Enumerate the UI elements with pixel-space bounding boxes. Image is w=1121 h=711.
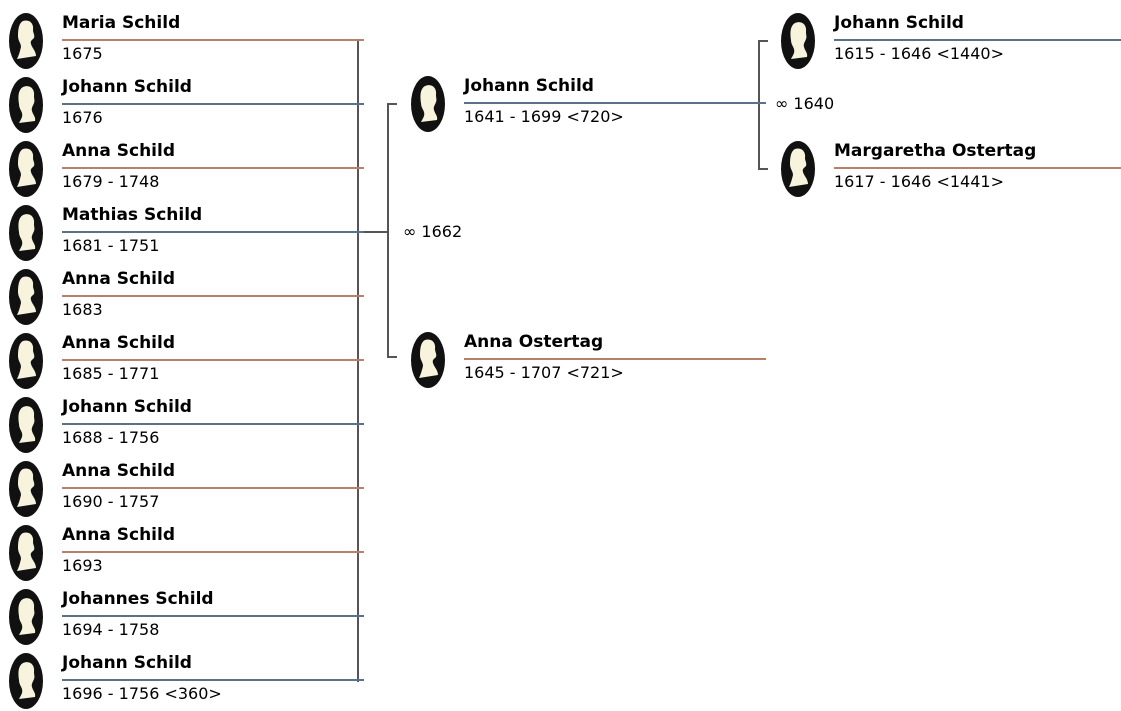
person-name: Johannes Schild — [62, 589, 214, 609]
person-underline — [62, 487, 364, 489]
person-dates: 1694 - 1758 — [62, 620, 160, 639]
person-underline — [62, 551, 364, 553]
silhouette-portrait-icon — [778, 139, 818, 199]
person-dates: 1676 — [62, 108, 103, 127]
person-dates: 1688 - 1756 — [62, 428, 160, 447]
silhouette-portrait-icon — [6, 11, 46, 71]
person-name: Anna Schild — [62, 461, 175, 481]
person-name: Johann Schild — [834, 13, 964, 33]
person-underline — [62, 103, 364, 105]
person-dates: 1645 - 1707 <721> — [464, 363, 624, 382]
grandparents-bracket-bottom-tick — [758, 168, 768, 170]
person-dates: 1693 — [62, 556, 103, 575]
silhouette-portrait-icon — [6, 331, 46, 391]
person-underline — [834, 167, 1121, 169]
person-name: Anna Schild — [62, 333, 175, 353]
person-name: Johann Schild — [464, 76, 594, 96]
parents-bracket-vertical — [387, 103, 389, 358]
person-name: Anna Schild — [62, 525, 175, 545]
person-name: Anna Ostertag — [464, 332, 604, 352]
person-name: Johann Schild — [62, 77, 192, 97]
silhouette-portrait-icon — [408, 74, 448, 134]
silhouette-portrait-icon — [6, 651, 46, 711]
parents-bracket-top-tick — [387, 103, 397, 105]
person-underline — [62, 295, 364, 297]
children-connector-vertical — [357, 40, 359, 682]
person-underline — [62, 231, 364, 233]
person-underline — [62, 167, 364, 169]
person-dates: 1615 - 1646 <1440> — [834, 44, 1004, 63]
person-dates: 1685 - 1771 — [62, 364, 160, 383]
silhouette-portrait-icon — [6, 139, 46, 199]
silhouette-portrait-icon — [6, 587, 46, 647]
silhouette-portrait-icon — [408, 330, 448, 390]
silhouette-portrait-icon — [6, 75, 46, 135]
person-dates: 1617 - 1646 <1441> — [834, 172, 1004, 191]
person-underline — [834, 39, 1121, 41]
person-dates: 1675 — [62, 44, 103, 63]
parents-marriage-label: ∞ 1662 — [403, 222, 463, 241]
person-name: Anna Schild — [62, 141, 175, 161]
person-underline — [62, 679, 364, 681]
person-underline — [464, 358, 766, 360]
grandparents-marriage-label: ∞ 1640 — [775, 94, 835, 113]
silhouette-portrait-icon — [6, 267, 46, 327]
person-name: Johann Schild — [62, 397, 192, 417]
children-to-parents-connector — [358, 231, 388, 233]
silhouette-portrait-icon — [6, 203, 46, 263]
person-underline — [62, 423, 364, 425]
person-underline — [62, 359, 364, 361]
silhouette-portrait-icon — [6, 395, 46, 455]
person-dates: 1679 - 1748 — [62, 172, 160, 191]
grandparents-bracket-vertical — [758, 40, 760, 170]
person-name: Maria Schild — [62, 13, 181, 33]
person-dates: 1681 - 1751 — [62, 236, 160, 255]
parents-bracket-bottom-tick — [387, 356, 397, 358]
person-dates: 1690 - 1757 — [62, 492, 160, 511]
person-name: Anna Schild — [62, 269, 175, 289]
person-dates: 1683 — [62, 300, 103, 319]
person-underline — [62, 39, 364, 41]
silhouette-portrait-icon — [6, 459, 46, 519]
person-underline — [464, 102, 766, 104]
silhouette-portrait-icon — [778, 11, 818, 71]
grandparents-bracket-top-tick — [758, 40, 768, 42]
silhouette-portrait-icon — [6, 523, 46, 583]
person-underline — [62, 615, 364, 617]
person-name: Margaretha Ostertag — [834, 141, 1037, 161]
person-dates: 1696 - 1756 <360> — [62, 684, 222, 703]
person-dates: 1641 - 1699 <720> — [464, 107, 624, 126]
person-name: Johann Schild — [62, 653, 192, 673]
person-name: Mathias Schild — [62, 205, 203, 225]
